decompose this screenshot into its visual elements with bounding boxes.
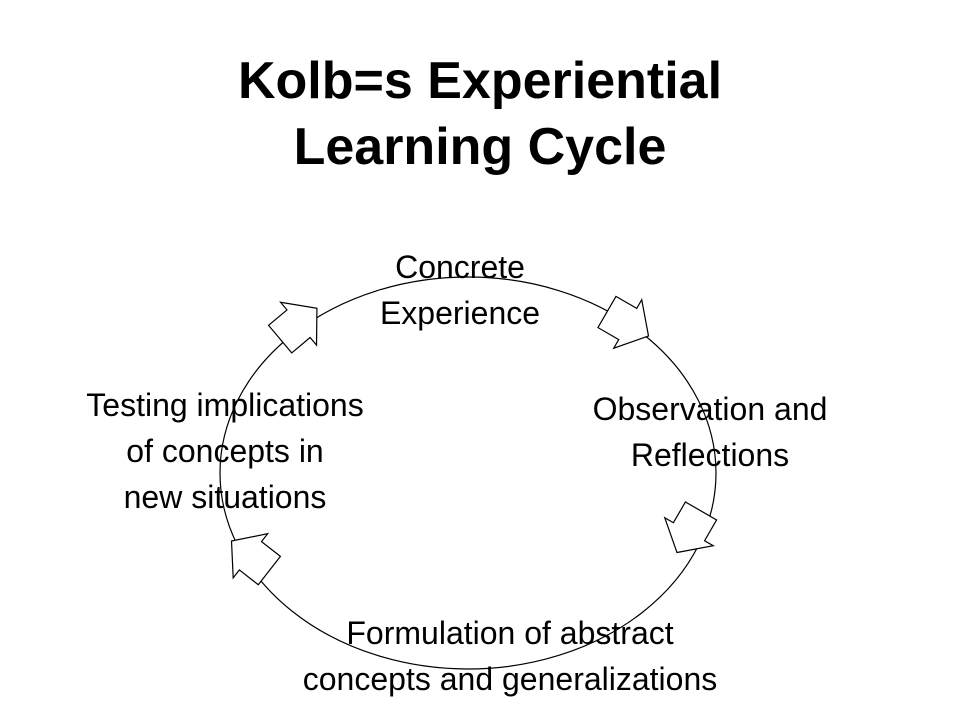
stage-observation-reflections: Observation and Reflections (540, 386, 880, 478)
stage-formulation-abstract-concepts: Formulation of abstract concepts and gen… (200, 610, 820, 702)
stage-testing-line-2: of concepts in (126, 433, 324, 469)
stage-formulation-line-1: Formulation of abstract (346, 615, 674, 651)
block-arrow-icon (663, 501, 718, 554)
cycle-ellipse (219, 276, 717, 670)
stage-testing-line-3: new situations (123, 479, 327, 515)
stage-concrete-experience-line-2: Experience (379, 295, 541, 331)
block-arrow-icon (267, 301, 318, 354)
block-arrow-icon (230, 532, 282, 586)
stage-concrete-experience: Concrete Experience (300, 244, 620, 336)
stage-testing-implications: Testing implications of concepts in new … (30, 382, 420, 520)
stage-testing-line-1: Testing implications (86, 387, 364, 423)
stage-concrete-experience-line-1: Concrete (395, 249, 525, 285)
block-arrow-icon (597, 295, 650, 350)
stage-observation-line-1: Observation and (592, 391, 828, 427)
diagram-title: Kolb=s Experiential Learning Cycle (0, 48, 960, 180)
stage-formulation-line-2: concepts and generalizations (302, 661, 718, 697)
title-line-2: Learning Cycle (293, 118, 667, 176)
stage-observation-line-2: Reflections (630, 437, 790, 473)
title-line-1: Kolb=s Experiential (237, 52, 723, 110)
